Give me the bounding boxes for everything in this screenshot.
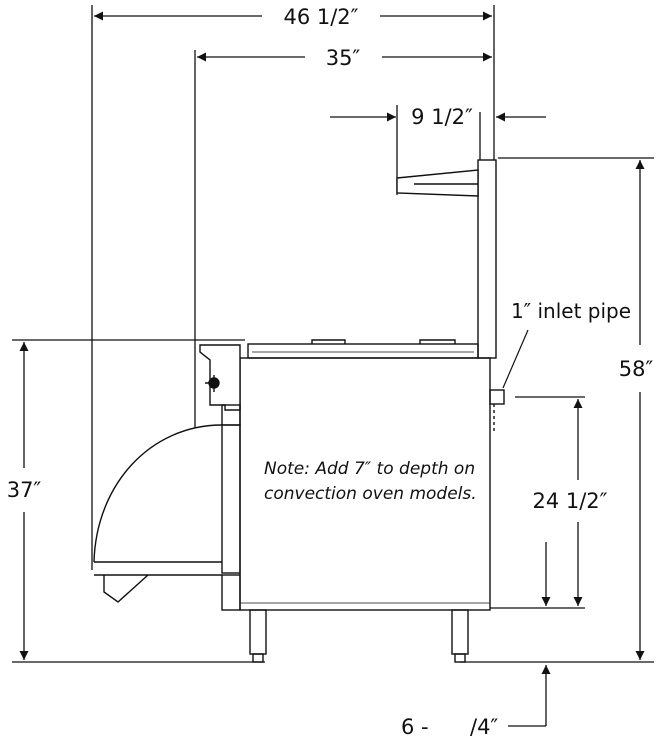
range-drawing	[93, 159, 505, 663]
leg-front	[249, 609, 267, 655]
callout-leader	[502, 329, 529, 389]
kick-plate	[221, 574, 241, 611]
dimension-overall-height	[460, 157, 654, 663]
callout-inlet-pipe: 1″ inlet pipe	[511, 299, 631, 323]
dimension-work-height	[12, 339, 265, 663]
dim-label-inlet-height: 24 1/2″	[532, 489, 607, 513]
knob-stem	[205, 375, 219, 392]
oven-door-frame	[221, 424, 241, 574]
door-swing-arc	[93, 424, 223, 563]
leg-rear-foot	[454, 653, 466, 663]
dim-label-overall-depth: 46 1/2″	[283, 5, 358, 29]
cooktop-grates	[247, 343, 479, 359]
note-line-1: Note: Add 7″ to depth on	[264, 459, 475, 479]
control-panel	[199, 344, 241, 411]
dim-label-work-height: 37″	[7, 478, 42, 502]
inlet-pipe	[489, 389, 505, 405]
dim-label-leg-adjust-left: 6 -	[401, 715, 429, 739]
leg-front-foot	[252, 653, 264, 663]
high-shelf	[396, 169, 479, 197]
door-handle	[103, 574, 149, 603]
dim-label-body-depth: 35″	[326, 46, 361, 70]
backsplash	[477, 159, 497, 359]
dimension-overall-depth	[91, 5, 495, 570]
note-line-2: convection oven models.	[264, 484, 477, 504]
leg-rear	[451, 609, 469, 655]
dim-label-backsplash: 9 1/2″	[411, 105, 473, 129]
dimension-inlet-height	[490, 396, 585, 609]
dimension-body-depth	[194, 50, 492, 428]
dim-label-overall-height: 58″	[619, 357, 654, 381]
dimension-leg-adjust	[508, 542, 551, 727]
dim-label-leg-adjust-right: /4″	[470, 715, 498, 739]
burner-grates	[311, 339, 456, 344]
